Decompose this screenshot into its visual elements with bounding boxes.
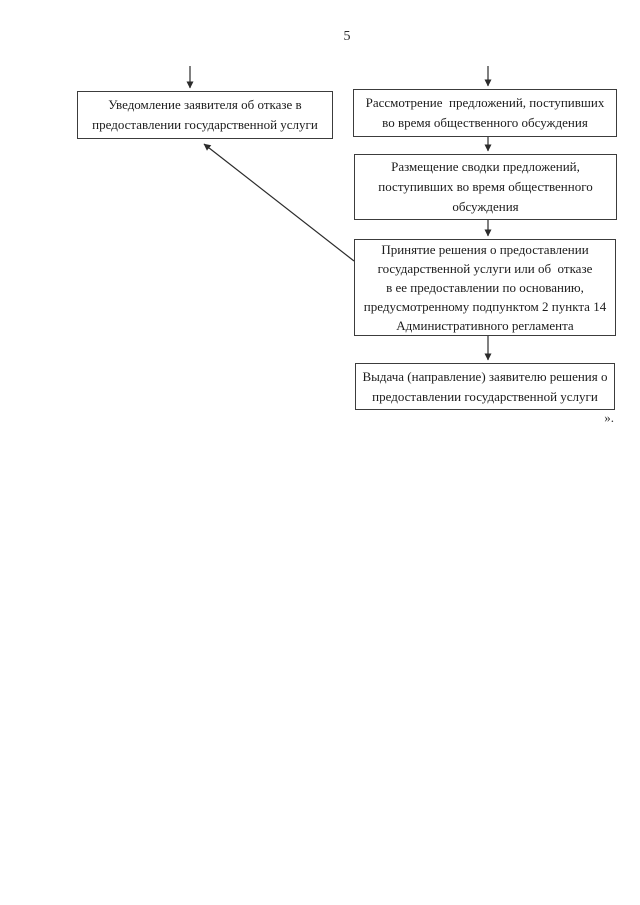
flowchart-box-label: Уведомление заявителя об отказе в предос… <box>92 97 318 132</box>
flowchart-box-label: Рассмотрение предложений, поступивших во… <box>365 95 605 130</box>
flowchart-box-publication-of-summary: Размещение сводки предложений, поступивш… <box>354 154 617 220</box>
flowchart-box-label: Размещение сводки предложений, поступивш… <box>378 159 593 214</box>
flowchart-box-notification-of-refusal: Уведомление заявителя об отказе в предос… <box>77 91 333 139</box>
flowchart-box-label: Принятие решения о предоставлении госуда… <box>363 242 607 333</box>
arrow-diagonal-decision-to-notification <box>203 143 355 262</box>
flowchart-box-label: Выдача (направление) заявителю решения о… <box>362 368 608 404</box>
flowchart-box-issuance-of-decision: Выдача (направление) заявителю решения о… <box>355 363 615 410</box>
flowchart-box-decision-making: Принятие решения о предоставлении госуда… <box>354 239 616 336</box>
closing-quote-mark: ». <box>604 410 614 425</box>
flowchart-box-review-of-proposals: Рассмотрение предложений, поступивших во… <box>353 89 617 137</box>
page-number: 5 <box>343 29 351 44</box>
